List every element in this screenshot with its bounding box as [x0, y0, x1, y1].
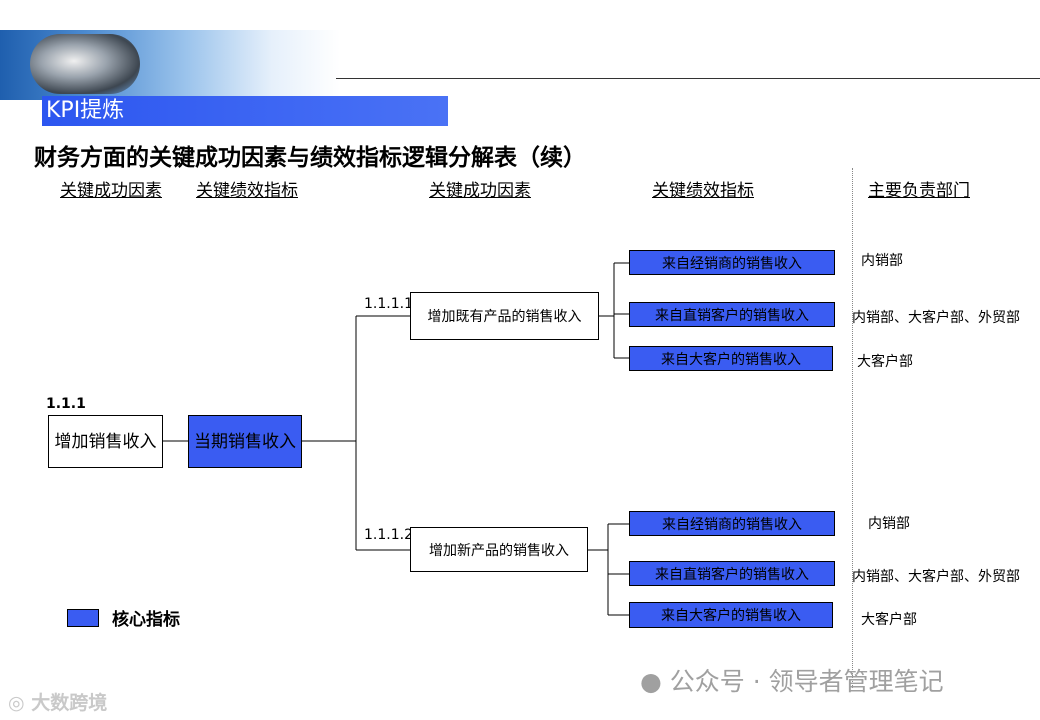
- root-indicator-box: 当期销售收入: [188, 415, 302, 468]
- branch-2-indicator-3: 来自大客户的销售收入: [629, 602, 833, 628]
- branch-1-dept-2: 内销部、大客户部、外贸部: [852, 310, 1020, 326]
- logo-watermark-text: 大数跨境: [31, 692, 108, 714]
- legend-swatch: [67, 609, 99, 627]
- header-banner-image: [0, 30, 340, 100]
- column-header-kpi-1: 关键绩效指标: [196, 181, 298, 201]
- root-factor-box: 增加销售收入: [48, 415, 163, 468]
- column-header-csf-2: 关键成功因素: [429, 181, 531, 201]
- dept-separator: [852, 168, 853, 688]
- root-factor-label: 增加销售收入: [54, 431, 157, 452]
- branch-1-indicator-2: 来自直销客户的销售收入: [629, 302, 835, 327]
- section-label: KPI提炼: [42, 96, 448, 126]
- account-watermark: ● 公众号 · 领导者管理笔记: [640, 662, 944, 698]
- indicator-label: 来自大客户的销售收入: [661, 608, 801, 624]
- branch-1-dept-1: 内销部: [861, 253, 903, 269]
- column-header-dept: 主要负责部门: [868, 181, 970, 201]
- branch-1-factor-label: 增加既有产品的销售收入: [427, 309, 582, 325]
- branch-1-indicator-1: 来自经销商的销售收入: [629, 250, 835, 275]
- branch-2-dept-1: 内销部: [868, 516, 910, 532]
- indicator-label: 来自经销商的销售收入: [662, 255, 802, 272]
- column-header-csf-1: 关键成功因素: [60, 181, 162, 201]
- page-title: 财务方面的关键成功因素与绩效指标逻辑分解表（续）: [34, 145, 586, 171]
- column-header-kpi-2: 关键绩效指标: [652, 181, 754, 201]
- root-indicator-label: 当期销售收入: [194, 431, 296, 452]
- branch-1-dept-3: 大客户部: [857, 354, 913, 370]
- branch-1-factor-box: 增加既有产品的销售收入: [410, 292, 599, 340]
- branch-2-indicator-2: 来自直销客户的销售收入: [629, 561, 835, 586]
- account-watermark-text: 公众号 · 领导者管理笔记: [669, 667, 944, 696]
- branch-1-indicator-3: 来自大客户的销售收入: [629, 346, 833, 371]
- branch-2-factor-label: 增加新产品的销售收入: [429, 542, 569, 559]
- legend-label: 核心指标: [112, 610, 180, 630]
- branch-2-code: 1.1.1.2: [364, 527, 413, 543]
- branch-2-factor-box: 增加新产品的销售收入: [410, 527, 588, 572]
- indicator-label: 来自经销商的销售收入: [662, 516, 802, 533]
- branch-2-indicator-1: 来自经销商的销售收入: [629, 511, 835, 536]
- branch-2-dept-2: 内销部、大客户部、外贸部: [852, 569, 1020, 585]
- indicator-label: 来自大客户的销售收入: [661, 351, 801, 368]
- motor-image: [30, 34, 140, 94]
- indicator-label: 来自直销客户的销售收入: [655, 307, 809, 324]
- root-code: 1.1.1: [46, 396, 86, 412]
- logo-watermark: ◎ 大数跨境: [8, 688, 107, 715]
- indicator-label: 来自直销客户的销售收入: [655, 566, 809, 583]
- branch-1-code: 1.1.1.1: [364, 296, 413, 312]
- header-rule: [336, 78, 1040, 79]
- wechat-icon: ●: [640, 667, 662, 696]
- logo-icon: ◎: [8, 692, 25, 714]
- branch-2-dept-3: 大客户部: [861, 612, 917, 628]
